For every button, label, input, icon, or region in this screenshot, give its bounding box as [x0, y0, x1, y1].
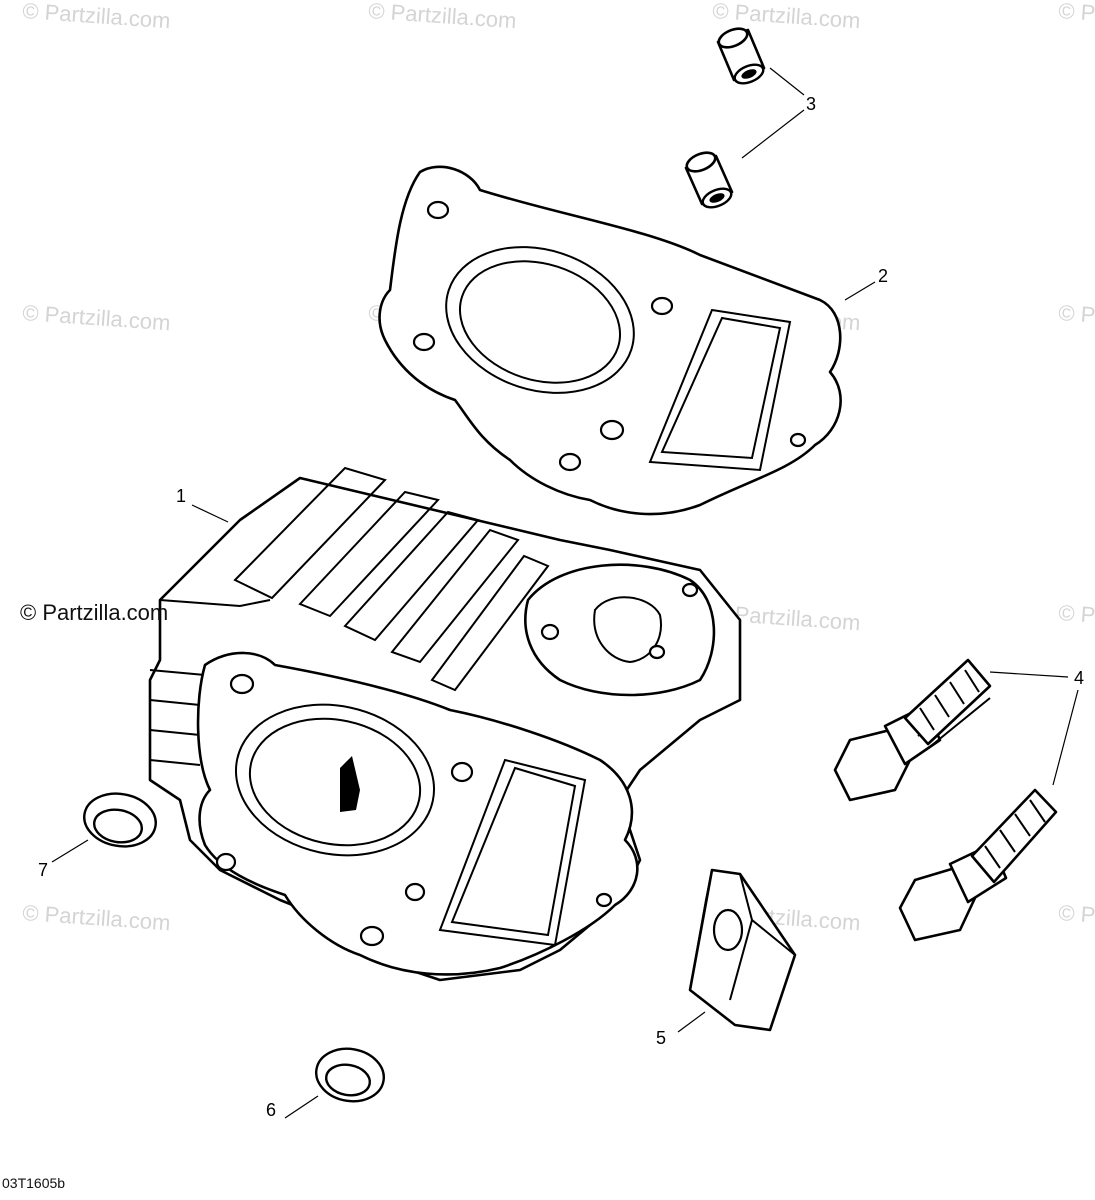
drawing-code: 03T1605b [2, 1175, 66, 1191]
flange-bolt-lower [898, 788, 1058, 942]
leader-lines [51, 67, 1079, 1119]
dowel-pin-upper [716, 27, 766, 85]
callout-4: 4 [1074, 668, 1084, 688]
callout-7: 7 [38, 860, 48, 880]
watermark-text: © Partzilla.com [1058, 300, 1095, 335]
washer-left [83, 792, 157, 848]
callout-6: 6 [266, 1100, 276, 1120]
cylinder-block [148, 466, 742, 982]
watermark-text: © Partzilla.com [1058, 0, 1095, 33]
watermark-text: © Partzilla.com [1058, 600, 1095, 635]
dowel-pin-lower [684, 151, 734, 209]
callout-5: 5 [656, 1028, 666, 1048]
callout-1: 1 [176, 486, 186, 506]
callout-2: 2 [878, 266, 888, 286]
watermark-text: © Partzilla.com [22, 300, 172, 335]
watermark-text: © Partzilla.com [22, 900, 172, 935]
head-gasket [378, 165, 842, 516]
watermark-text: © Partzilla.com [368, 0, 518, 33]
guide-bracket [688, 868, 797, 1032]
watermark-text: © Partzilla.com [1058, 900, 1095, 935]
callout-3: 3 [806, 94, 816, 114]
brand-watermark: © Partzilla.com [20, 600, 169, 625]
watermark-text: © Partzilla.com [22, 0, 172, 33]
washer-lower [315, 1047, 385, 1103]
flange-bolt-upper [833, 658, 992, 802]
callout-numbers: 3 2 1 4 5 6 7 [38, 94, 1084, 1120]
